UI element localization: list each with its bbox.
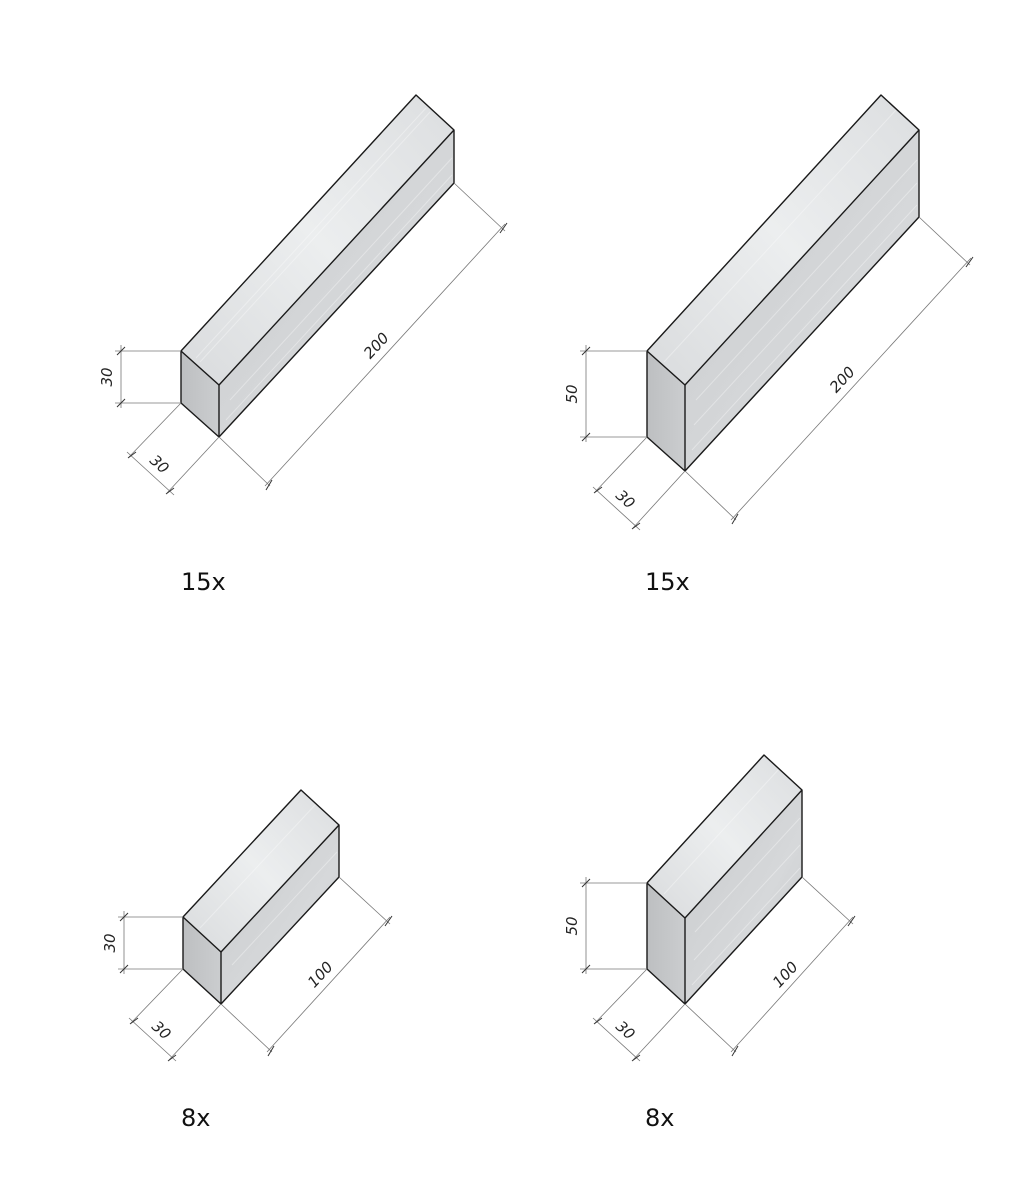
block-3: 30 30 100 8x [101, 789, 393, 1132]
block-1-quantity: 15x [181, 568, 226, 596]
block-3-height-label: 30 [101, 933, 119, 952]
block-2-height-label: 50 [563, 384, 581, 403]
block-1-height-label: 30 [98, 367, 116, 386]
block-2-front-face [685, 130, 919, 471]
block-3-end-face [183, 917, 221, 1004]
block-2-top-face [647, 95, 919, 385]
block-4-texture [663, 768, 801, 986]
block-2-quantity: 15x [645, 568, 690, 596]
block-3-top-face [183, 790, 339, 952]
block-3-texture [199, 803, 338, 966]
block-4: 50 30 100 8x [563, 754, 856, 1132]
block-3-length-label: 100 [304, 958, 337, 991]
block-1-top-face [181, 95, 454, 385]
block-2-length-label: 200 [826, 363, 859, 396]
block-2: 50 30 200 15x [563, 94, 974, 596]
block-4-quantity: 8x [645, 1104, 674, 1132]
block-4-end-face [647, 883, 685, 1004]
block-1-length-label: 200 [360, 329, 393, 362]
block-4-height-label: 50 [563, 916, 581, 935]
block-4-height-dimension: 50 [563, 877, 647, 974]
block-4-length-label: 100 [769, 958, 802, 991]
block-1-end-face [181, 351, 219, 437]
block-1-front-face [219, 130, 454, 437]
block-1-height-dimension: 30 [98, 345, 181, 408]
block-1-texture [195, 107, 453, 421]
block-3-quantity: 8x [181, 1104, 210, 1132]
block-2-end-face [647, 351, 685, 471]
block-2-height-dimension: 50 [563, 345, 647, 442]
block-3-height-dimension: 30 [101, 911, 183, 974]
block-2-texture [663, 109, 918, 451]
block-1: 30 30 200 15x [98, 94, 508, 596]
block-3-front-face [221, 825, 339, 1004]
block-4-front-face [685, 790, 802, 1004]
block-4-top-face [647, 755, 802, 918]
